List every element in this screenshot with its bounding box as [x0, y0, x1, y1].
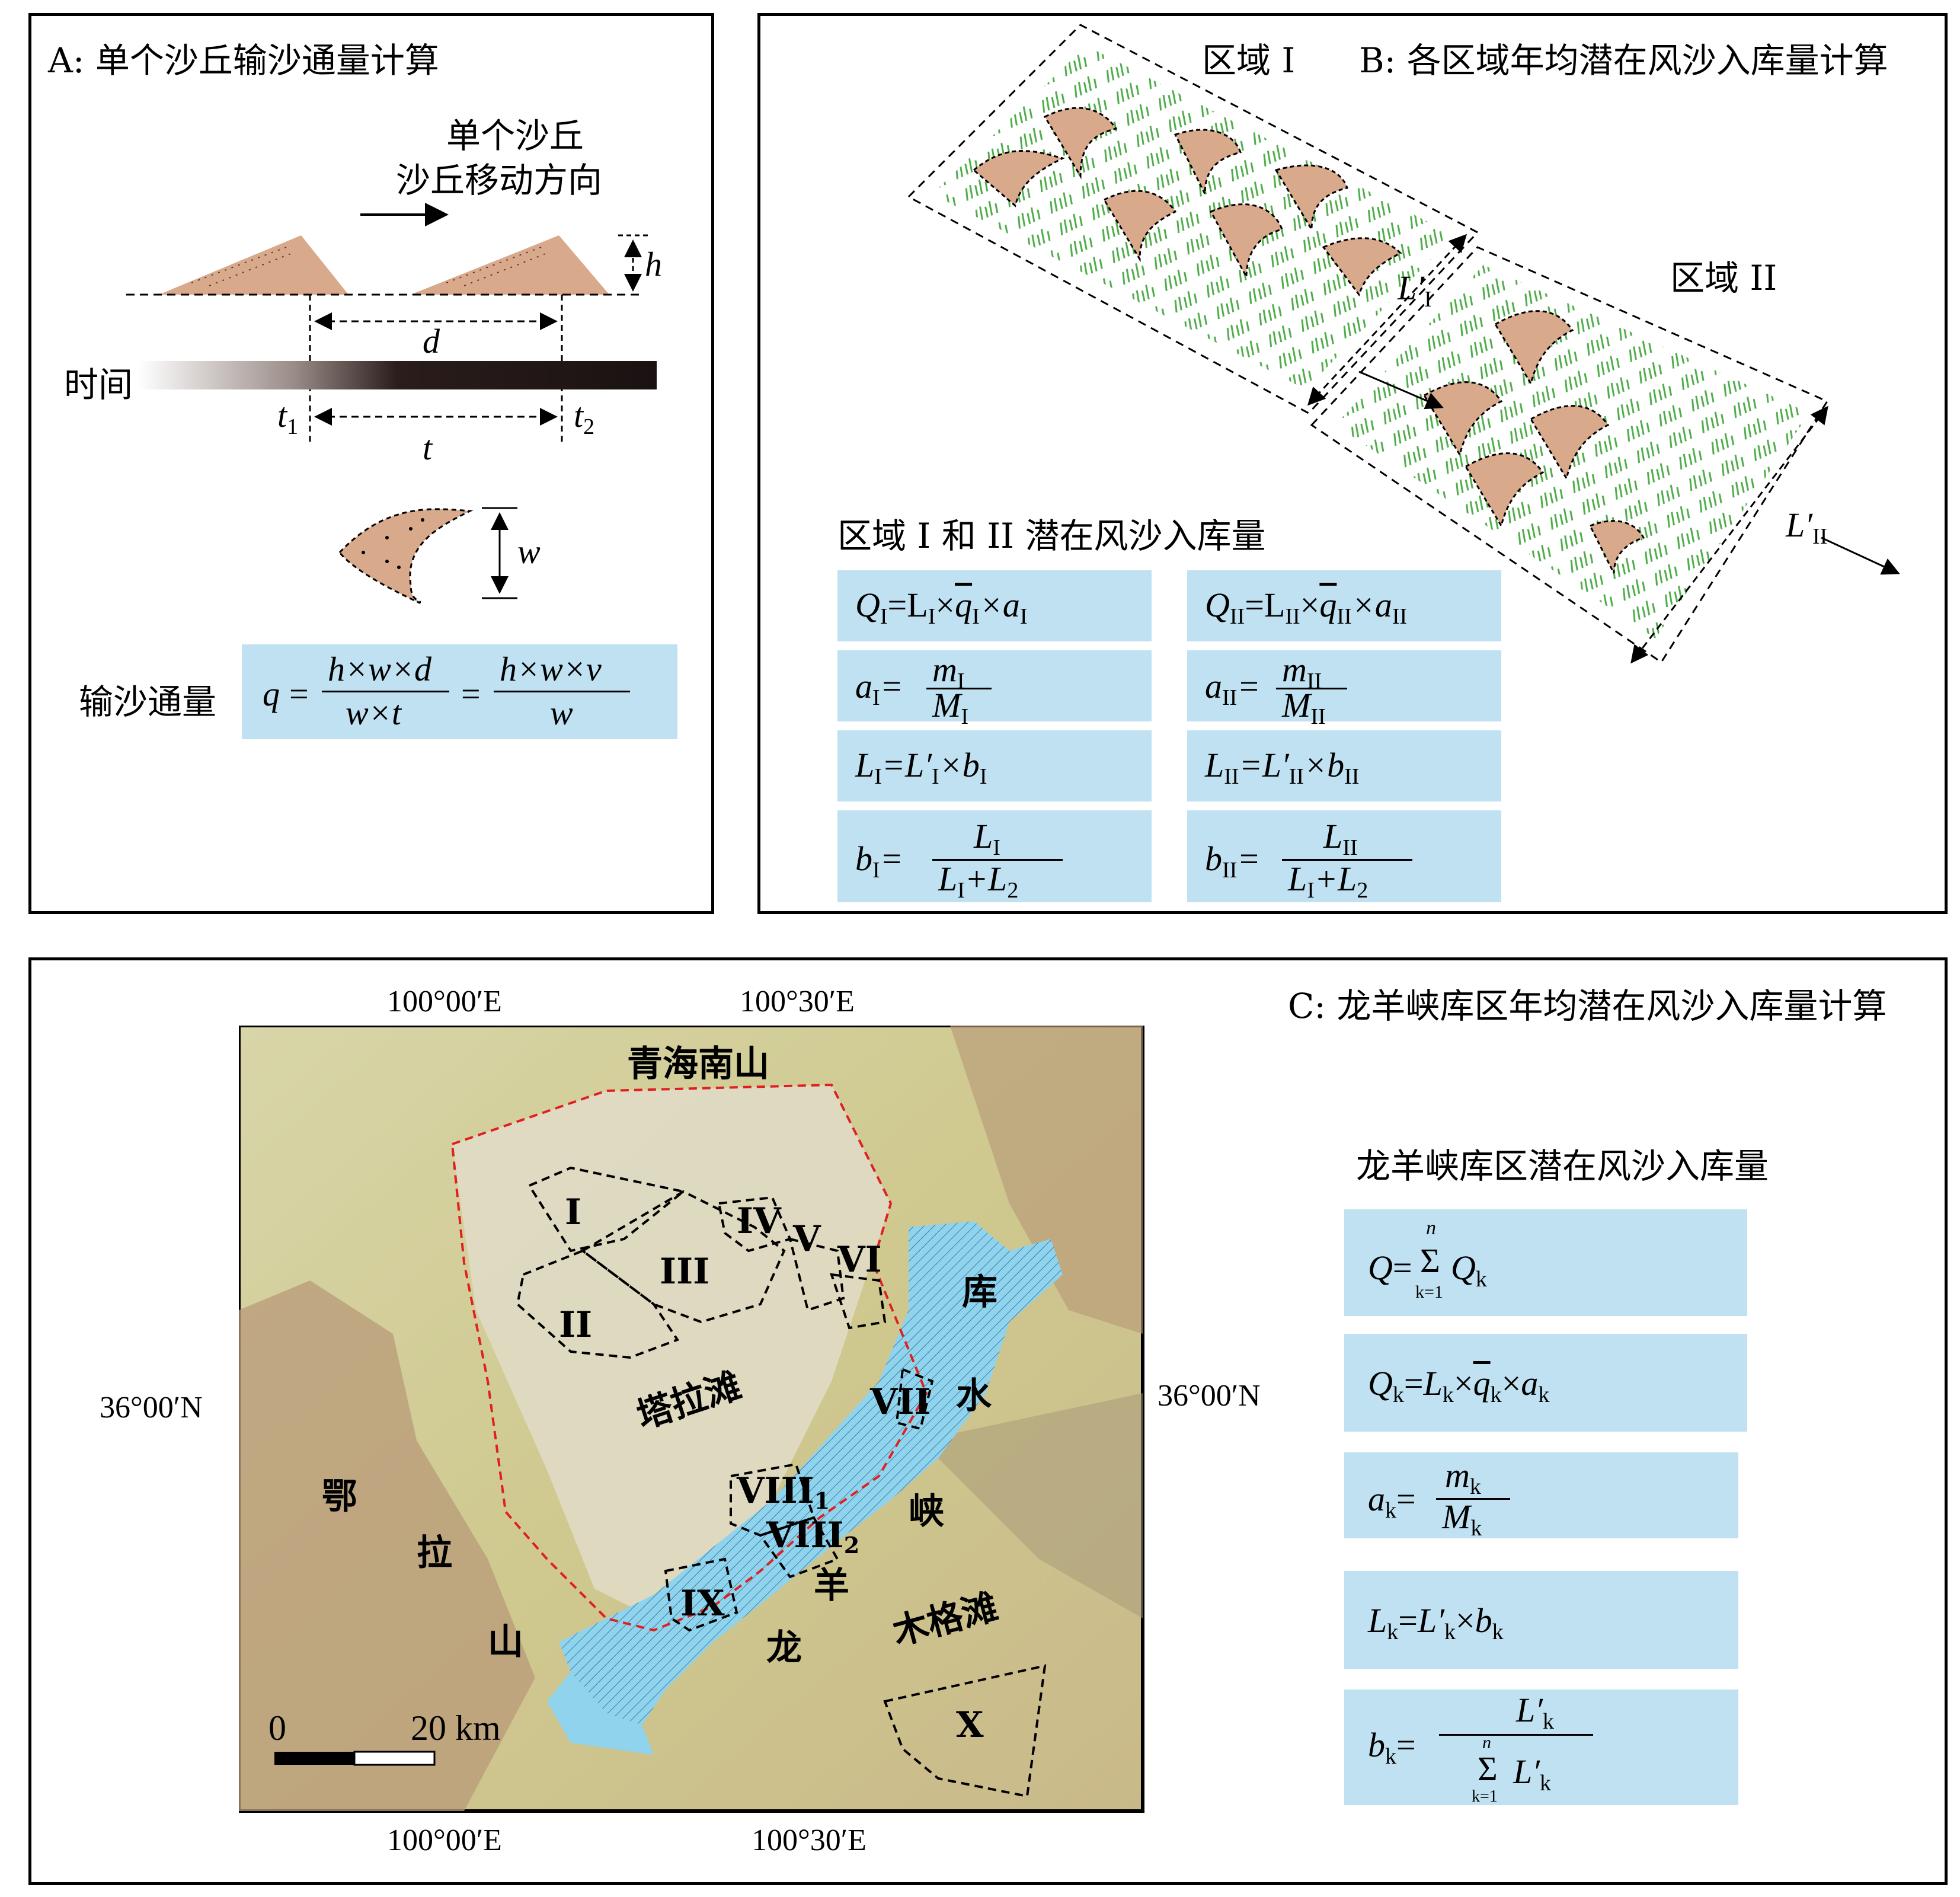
panel-b: 区域 I B: 各区域年均潜在风沙入库量计算 区域 II — [757, 13, 1948, 914]
place-shui: 水 — [956, 1375, 992, 1417]
eq-a2: aII= mII MII — [1205, 650, 1489, 729]
eq-box-b1 — [837, 810, 1152, 902]
region-label-X: X — [956, 1704, 984, 1746]
panel-c: C: 龙羊峡库区年均潜在风沙入库量计算 100°00′E 100°30′E 10… — [28, 957, 1948, 1885]
flux-label: 输沙通量 — [79, 682, 217, 722]
dune-label-single: 单个沙丘 — [446, 116, 584, 156]
place-e: 鄂 — [322, 1476, 357, 1518]
eq-b1: bI= LI LI+L2 — [855, 816, 1140, 903]
region-label-II: II — [559, 1304, 592, 1346]
eq-box-b2 — [1187, 810, 1501, 902]
eq-box-bk — [1344, 1690, 1738, 1805]
region-label-VIII1: VIII1 — [736, 1470, 830, 1514]
panel-b-subtitle: 区域 I 和 II 潜在风沙入库量 — [837, 516, 1266, 556]
region-label-VIII2: VIII2 — [766, 1515, 859, 1559]
eq-l2: LII=L′II×bII — [1205, 746, 1360, 789]
eq-box-ak — [1344, 1452, 1738, 1538]
lon-bot-1: 100°00′E — [387, 1823, 502, 1857]
eq-box-l2 — [1187, 730, 1501, 801]
region-label-V: V — [792, 1218, 821, 1260]
time-label: 时间 — [64, 365, 133, 405]
panel-b-title: B: 各区域年均潜在风沙入库量计算 — [1359, 40, 1888, 81]
eq-b2: bII= LII LI+L2 — [1205, 816, 1489, 903]
eq-lk: Lk=L′k×bk — [1368, 1601, 1504, 1644]
map: 青海南山 I II III IV V VI VII VIII1 VIII2 IX… — [239, 1026, 1144, 1813]
eq-l1: LI=L′I×bI — [855, 746, 987, 789]
region-1-label: 区域 I — [1202, 40, 1296, 81]
eq-box-a2 — [1187, 650, 1501, 721]
panel-b-diagram — [907, 24, 1900, 664]
place-long: 龙 — [766, 1627, 802, 1669]
panel-c-title: C: 龙羊峡库区年均潜在风沙入库量计算 — [1288, 986, 1887, 1026]
eq-box-lk — [1344, 1571, 1738, 1669]
t-label: t — [423, 429, 433, 467]
d-label: d — [423, 322, 440, 360]
scale-bar-white — [353, 1751, 436, 1766]
scale-20km: 20 km — [411, 1708, 501, 1748]
eq-a1: aI= mI MI — [855, 650, 1140, 729]
eq-ak: ak= mk Mk — [1368, 1455, 1724, 1541]
place-xia: 峡 — [909, 1491, 944, 1532]
panel-a-diagram — [126, 203, 657, 604]
flux-formula: q = h×w×d w×t = h×w×v w — [263, 650, 677, 733]
eq-box-l1 — [837, 730, 1152, 801]
region-2-label: 区域 II — [1670, 258, 1777, 298]
lon-top-2: 100°30′E — [740, 985, 855, 1018]
tala-boundary — [450, 1083, 928, 1632]
eq-bk: bk= L′k n Σ k=1 L′k — [1368, 1691, 1724, 1806]
time-bar — [138, 361, 657, 389]
panel-c-subtitle: 龙羊峡库区潜在风沙入库量 — [1356, 1146, 1769, 1186]
w-label: w — [517, 532, 541, 571]
region-1-outline — [907, 24, 1479, 414]
t2-label: t2 — [574, 396, 595, 439]
region-label-VI: VI — [837, 1239, 882, 1280]
panel-a-title: A: 单个沙丘输沙通量计算 — [48, 40, 439, 81]
place-yang: 羊 — [814, 1565, 849, 1607]
dune-label-direction: 沙丘移动方向 — [396, 160, 603, 200]
eq-box-qk — [1344, 1334, 1747, 1432]
region-label-I: I — [565, 1192, 581, 1233]
l1-prime-label: L′I — [1398, 269, 1432, 312]
lat-right: 36°00′N — [1158, 1379, 1261, 1413]
place-ku: 库 — [962, 1272, 997, 1313]
scale-bar-black — [274, 1752, 354, 1765]
region-label-VII: VII — [869, 1381, 931, 1423]
eq-qk: Qk=Lk×qk×ak — [1368, 1364, 1550, 1407]
panel-a: A: 单个沙丘输沙通量计算 单个沙丘 沙丘移动方向 — [28, 13, 714, 914]
t1-label: t1 — [277, 396, 299, 439]
lat-left: 36°00′N — [100, 1391, 203, 1425]
region-label-IV: IV — [737, 1200, 782, 1242]
place-qinghai: 青海南山 — [627, 1043, 769, 1085]
dune-1 — [159, 235, 348, 295]
eq-q: Q= n Σ k=1 Qk — [1368, 1217, 1487, 1302]
eq-box-q2 — [1187, 570, 1501, 641]
eq-q1: QI=LI×qI×aI — [855, 586, 1028, 629]
scale-zero: 0 — [268, 1708, 286, 1748]
lon-bot-2: 100°30′E — [752, 1823, 867, 1857]
dune-2 — [411, 235, 609, 295]
eq-q2: QII=LII×qII×aII — [1205, 586, 1408, 629]
crescent-dune — [338, 508, 474, 604]
eq-box-q — [1344, 1209, 1747, 1316]
l2-prime-label: L′II — [1786, 506, 1828, 549]
region-label-III: III — [660, 1251, 709, 1292]
region-label-IX: IX — [680, 1583, 725, 1624]
place-la: 拉 — [417, 1532, 452, 1574]
lon-top-1: 100°00′E — [387, 985, 502, 1018]
reservoir — [559, 1221, 1063, 1725]
eq-box-q1 — [837, 570, 1152, 641]
place-shan: 山 — [488, 1621, 523, 1663]
h-label: h — [645, 245, 662, 283]
eq-box-a1 — [837, 650, 1152, 721]
